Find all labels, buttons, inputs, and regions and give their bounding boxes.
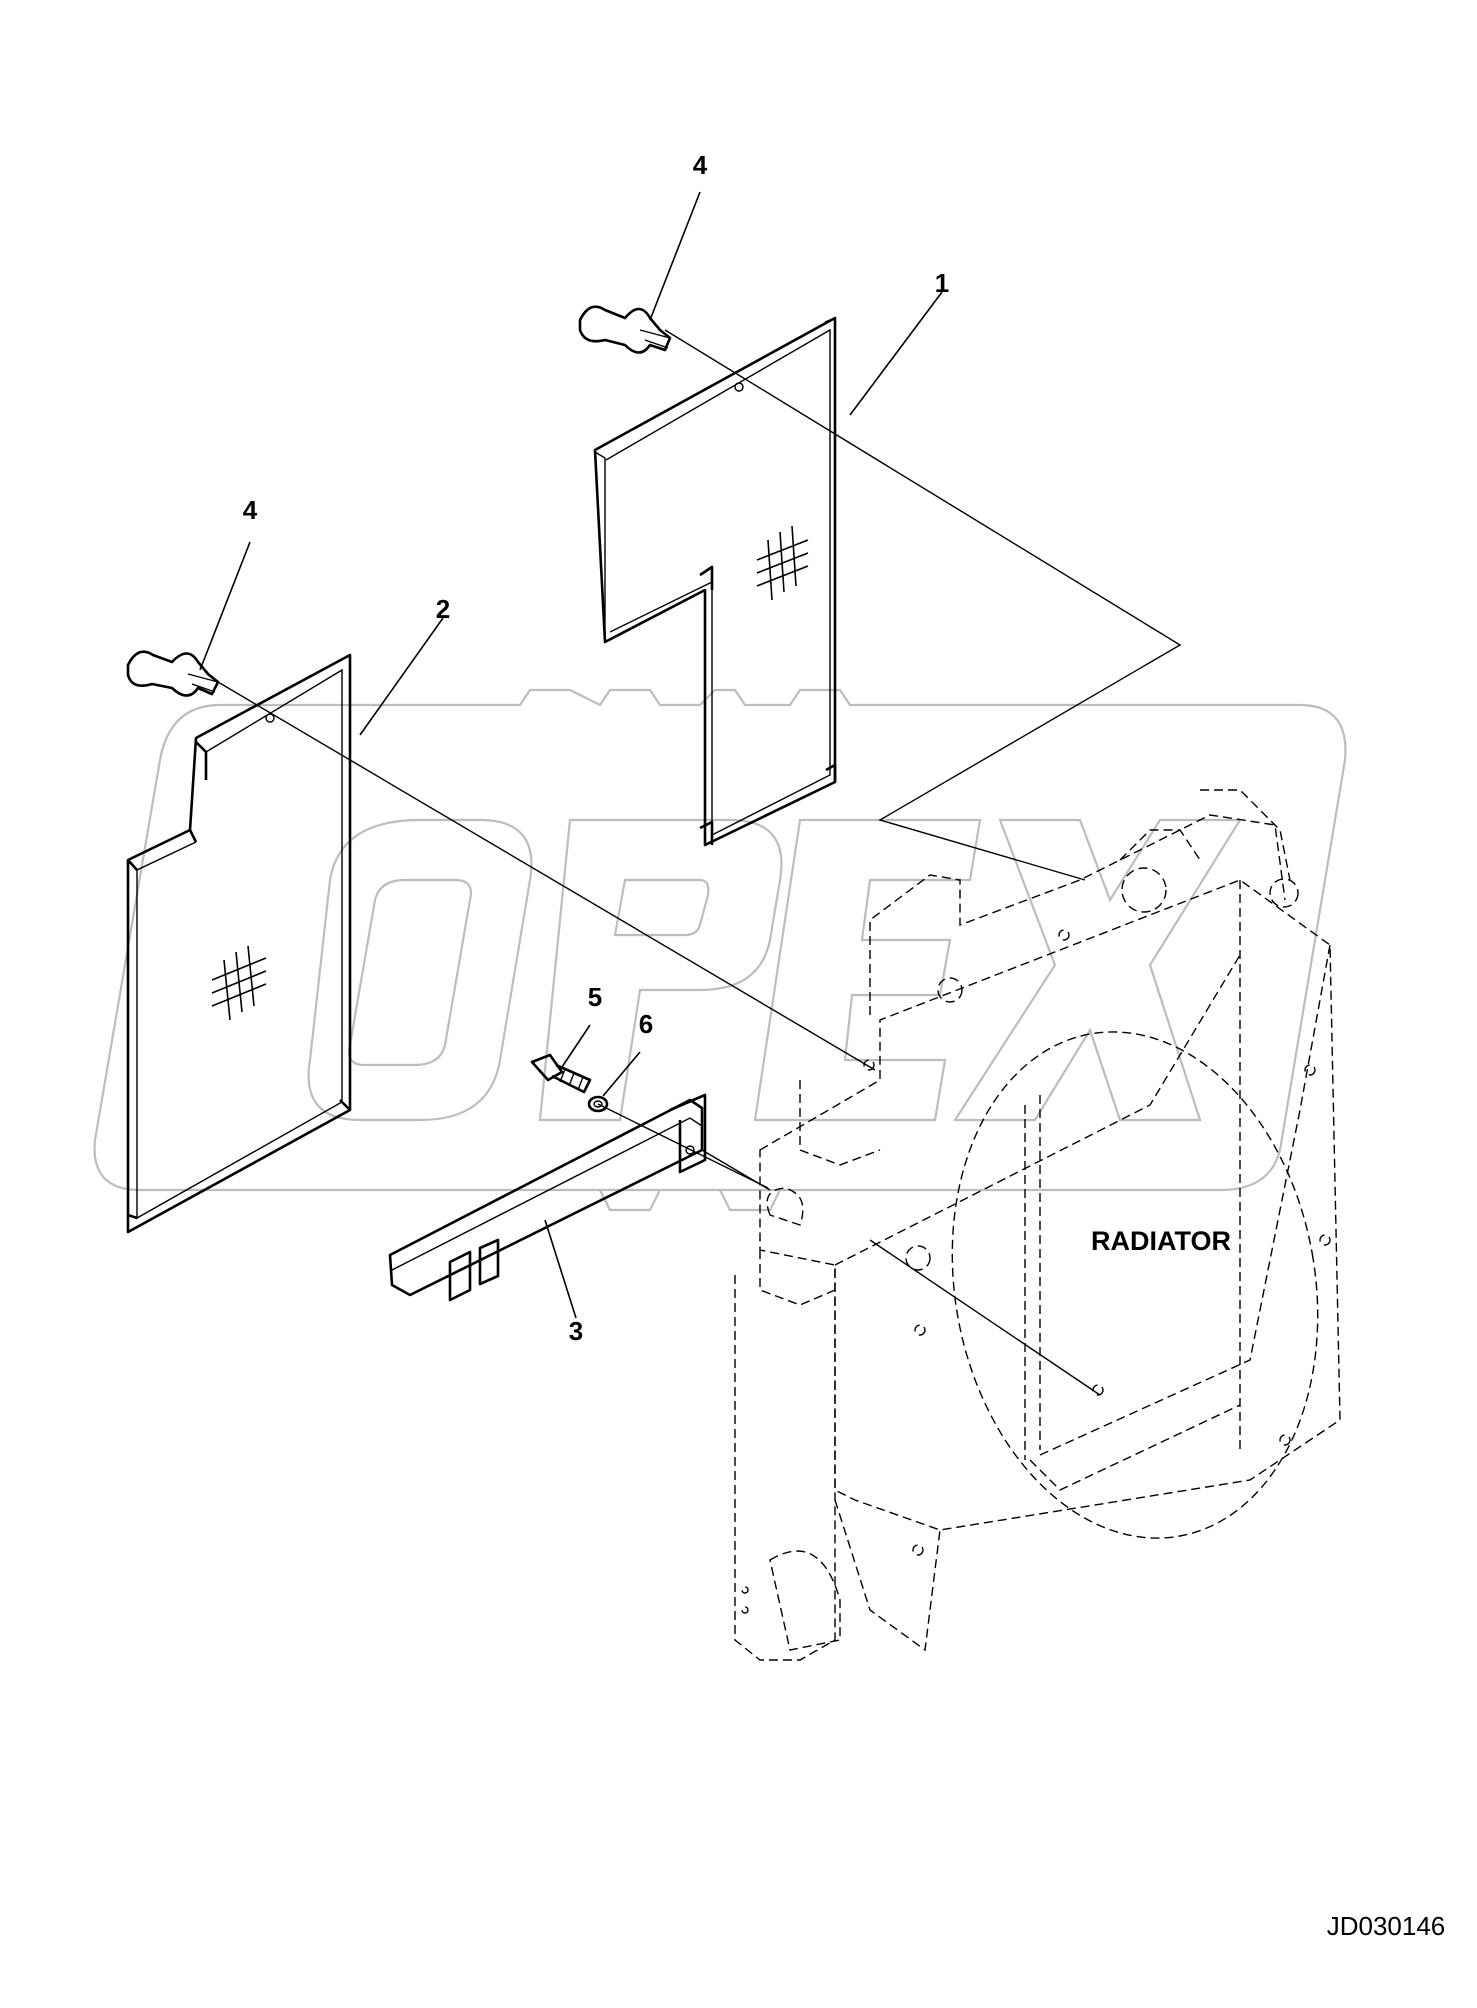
leader-lines	[199, 191, 943, 1319]
callout-5: 5	[588, 982, 602, 1012]
screen-panel-2	[126, 653, 352, 1234]
wing-bolt-upper	[578, 305, 672, 354]
radiator-label: RADIATOR	[1091, 1226, 1231, 1256]
callout-2: 2	[436, 594, 450, 624]
callout-3: 3	[569, 1316, 583, 1346]
watermark-logo	[93, 688, 1347, 1212]
washer-6	[587, 1095, 609, 1113]
callout-4-upper: 4	[693, 150, 708, 180]
screen-panel-1	[593, 316, 837, 847]
callout-4-lower: 4	[243, 495, 258, 525]
callout-1: 1	[935, 268, 949, 298]
assembly-lines	[217, 329, 1182, 1396]
drawing-number: JD030146	[1327, 1911, 1446, 1941]
callout-6: 6	[639, 1009, 653, 1039]
bracket-3	[388, 1093, 707, 1302]
radiator-assembly	[734, 789, 1341, 1661]
wing-bolt-lower	[126, 650, 220, 697]
bolt-5	[530, 1053, 592, 1094]
